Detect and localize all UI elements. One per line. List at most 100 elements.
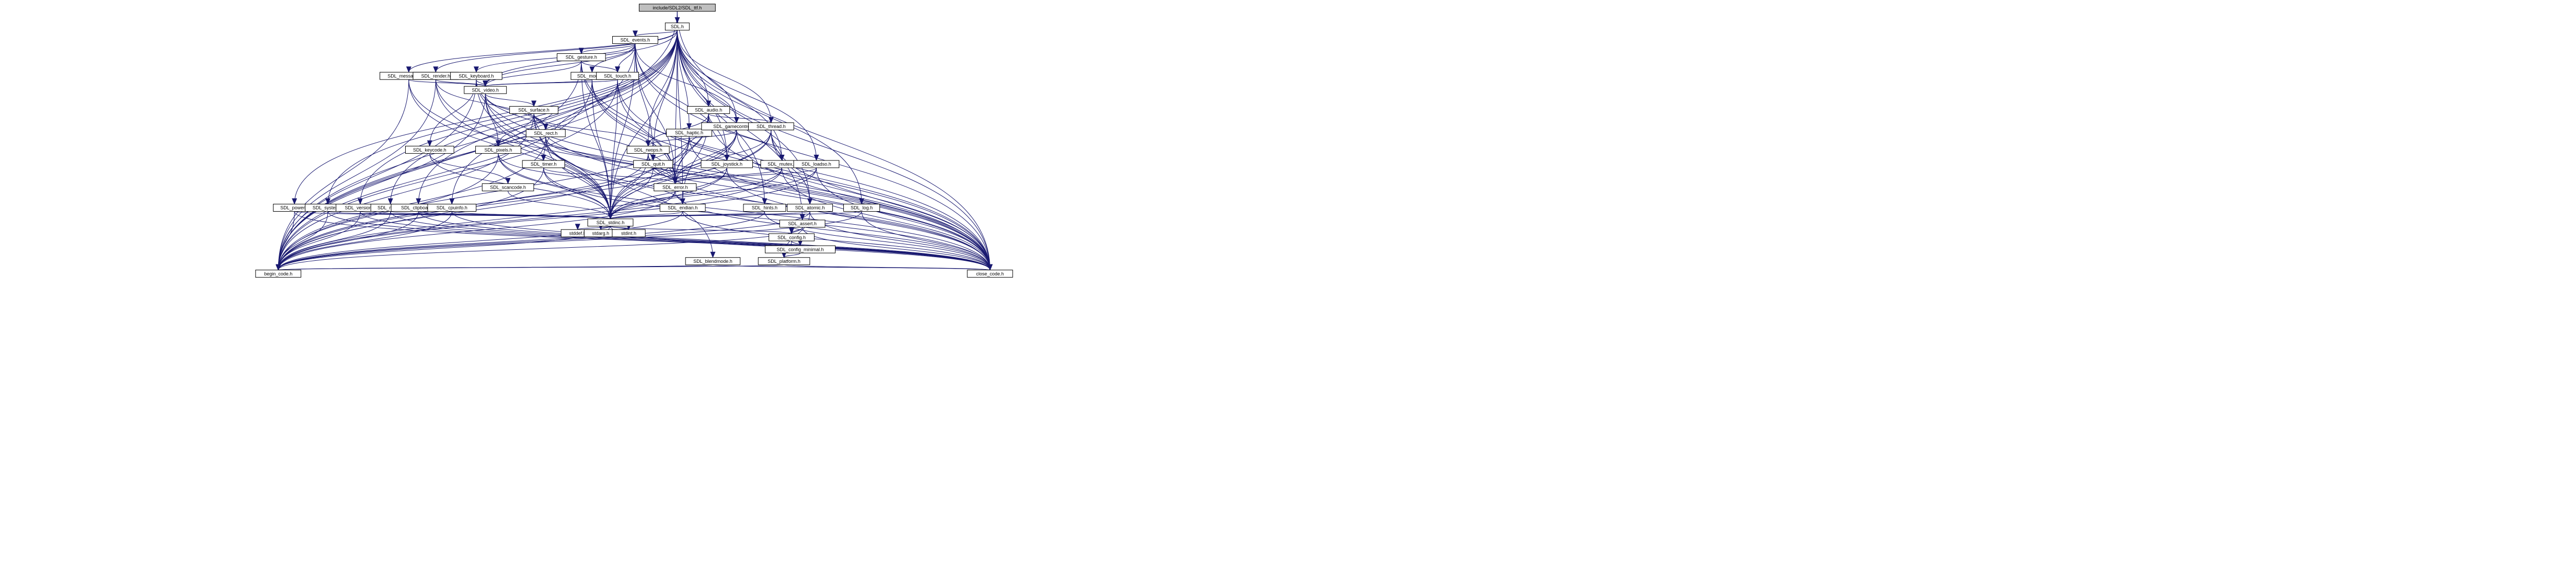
node-box [556, 53, 606, 62]
edge-mutex-to-stdinc [608, 167, 782, 220]
node-timer[interactable]: SDL_timer.h [522, 160, 565, 168]
edge-touch-to-close [617, 79, 993, 271]
node-blendmode[interactable]: SDL_blendmode.h [685, 257, 741, 265]
node-assert[interactable]: SDL_assert.h [779, 220, 826, 228]
node-sdl[interactable]: SDL.h [665, 22, 690, 31]
edge-scancode-to-stdinc [508, 191, 613, 220]
node-endian[interactable]: SDL_endian.h [659, 204, 706, 212]
node-box [758, 257, 810, 265]
node-hints[interactable]: SDL_hints.h [743, 204, 786, 212]
node-log[interactable]: SDL_log.h [843, 204, 880, 212]
node-box [522, 160, 565, 168]
node-close[interactable]: close_code.h [967, 270, 1013, 278]
edge-pixels-to-close [498, 153, 993, 271]
node-label: SDL_keycode.h [413, 147, 446, 153]
node-label: SDL_stdinc.h [597, 220, 625, 225]
node-begin[interactable]: begin_code.h [255, 270, 302, 278]
node-box [787, 204, 833, 212]
node-label: SDL_quit.h [642, 161, 665, 167]
edge-events-to-gesture [578, 43, 636, 54]
edge-joystick-to-close [726, 167, 993, 271]
edge-gamecontroller-to-stdinc [608, 130, 737, 220]
node-label: stdarg.h [592, 230, 610, 236]
edge-video-to-pixels [485, 94, 501, 147]
node-cpuinfo[interactable]: SDL_cpuinfo.h [427, 204, 477, 212]
edge-log-to-stdinc [608, 211, 862, 220]
node-atomic[interactable]: SDL_atomic.h [787, 204, 833, 212]
node-keyboard[interactable]: SDL_keyboard.h [450, 72, 502, 80]
node-gesture[interactable]: SDL_gesture.h [556, 53, 606, 62]
node-rect[interactable]: SDL_rect.h [525, 129, 566, 137]
node-stdinc[interactable]: SDL_stdinc.h [587, 218, 634, 227]
edge-system-to-close [327, 211, 993, 271]
node-label: SDL_render.h [421, 73, 451, 78]
node-loadso[interactable]: SDL_loadso.h [793, 160, 840, 168]
node-haptic[interactable]: SDL_haptic.h [666, 129, 712, 137]
node-quit[interactable]: SDL_quit.h [633, 160, 673, 168]
node-touch[interactable]: SDL_touch.h [596, 72, 639, 80]
edge-mouse-to-close [591, 79, 993, 271]
node-surface[interactable]: SDL_surface.h [509, 106, 558, 114]
edge-clipboard-to-begin [276, 211, 419, 271]
edge-messagebox-to-begin [276, 79, 409, 271]
edge-root-to-close [677, 11, 993, 271]
edge-sdl-to-loadso [677, 30, 819, 161]
node-box [793, 160, 840, 168]
edge-timer-to-error [543, 167, 678, 184]
edge-loadso-to-close [816, 167, 993, 271]
node-label: SDL_error.h [662, 185, 688, 190]
node-config[interactable]: SDL_config.h [769, 233, 815, 241]
node-label: SDL_messagebox.h [387, 73, 430, 78]
edge-sdl-to-version [358, 30, 678, 205]
node-events[interactable]: SDL_events.h [612, 36, 658, 44]
node-box [654, 183, 697, 191]
node-box [685, 257, 741, 265]
edge-mouse-to-stdinc [591, 79, 613, 220]
node-audio[interactable]: SDL_audio.h [687, 106, 730, 114]
node-stdint[interactable]: stdint.h [612, 229, 646, 237]
node-label: SDL_loadso.h [802, 161, 831, 167]
node-label: SDL_cpuinfo.h [437, 205, 467, 211]
node-box [748, 122, 794, 131]
edge-hints-to-close [764, 211, 993, 271]
node-rwops[interactable]: SDL_rwops.h [626, 146, 670, 154]
edge-endian-to-close [682, 211, 993, 271]
edge-loadso-to-error [672, 167, 817, 184]
edge-sdl-to-thread [677, 30, 774, 123]
edge-endian-to-begin [276, 211, 683, 271]
node-label: SDL_gamecontroller.h [713, 124, 760, 129]
node-box [525, 129, 566, 137]
edge-version-to-begin [276, 211, 361, 271]
edge-gamecontroller-to-close [736, 130, 993, 271]
node-scancode[interactable]: SDL_scancode.h [482, 183, 534, 191]
node-box [509, 106, 558, 114]
edge-sdl-to-messagebox [406, 30, 678, 73]
node-box [638, 4, 716, 12]
edge-events-to-close [635, 43, 993, 271]
node-label: SDL_keyboard.h [459, 73, 494, 78]
node-box [450, 72, 502, 80]
edge-system-to-begin [276, 211, 328, 271]
node-box [587, 218, 634, 227]
edge-mutex-to-error [672, 167, 782, 184]
node-error[interactable]: SDL_error.h [654, 183, 697, 191]
node-label: include/SDL2/SDL_ttf.h [653, 5, 702, 10]
edge-pixels-to-endian [498, 153, 685, 205]
node-pixels[interactable]: SDL_pixels.h [475, 146, 521, 154]
edge-keycode-to-scancode [429, 153, 511, 184]
node-keycode[interactable]: SDL_keycode.h [405, 146, 454, 154]
node-joystick[interactable]: SDL_joystick.h [701, 160, 753, 168]
edge-haptic-to-joystick [689, 136, 730, 161]
node-thread[interactable]: SDL_thread.h [748, 122, 794, 131]
node-box [687, 106, 730, 114]
node-video[interactable]: SDL_video.h [464, 86, 507, 94]
node-label: SDL_assert.h [788, 221, 817, 226]
node-label: SDL_hints.h [752, 205, 777, 211]
node-label: SDL_pixels.h [484, 147, 512, 153]
node-root[interactable]: include/SDL2/SDL_ttf.h [638, 4, 716, 12]
node-platform[interactable]: SDL_platform.h [758, 257, 810, 265]
node-box [765, 245, 835, 253]
node-config-minimal[interactable]: SDL_config_minimal.h [765, 245, 835, 253]
edge-events-to-keyboard [474, 43, 636, 73]
